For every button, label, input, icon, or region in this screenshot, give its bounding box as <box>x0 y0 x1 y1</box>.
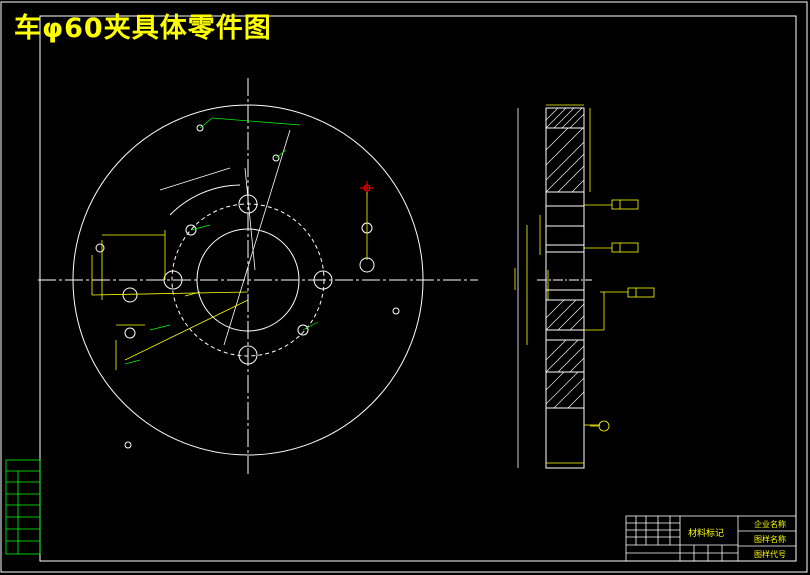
drawing-title: 车φ60夹具体零件图 <box>14 13 272 44</box>
section-dimensions <box>514 104 628 464</box>
hole-left <box>163 270 183 290</box>
front-view <box>38 78 478 475</box>
section-view <box>517 107 592 469</box>
drawing-name-label: 图样名称 <box>754 535 786 544</box>
bolt-circle <box>171 203 325 357</box>
front-view-leaders <box>124 117 319 365</box>
datum-a-icon <box>590 420 610 432</box>
hole-right <box>313 270 333 290</box>
inner-border <box>39 15 797 562</box>
center-bore <box>196 228 300 332</box>
hole-bottom <box>238 345 258 365</box>
outer-circle <box>72 104 424 456</box>
tolerance-frames <box>611 199 655 298</box>
material-label: 材料标记 <box>688 529 725 539</box>
drawing-code-label: 图样代号 <box>754 550 786 559</box>
section-hatching <box>545 107 585 409</box>
title-block <box>625 515 797 562</box>
front-view-dimensions <box>91 192 368 370</box>
section-outline <box>545 107 585 469</box>
revision-table <box>5 459 41 555</box>
company-name-label: 企业名称 <box>754 520 786 529</box>
